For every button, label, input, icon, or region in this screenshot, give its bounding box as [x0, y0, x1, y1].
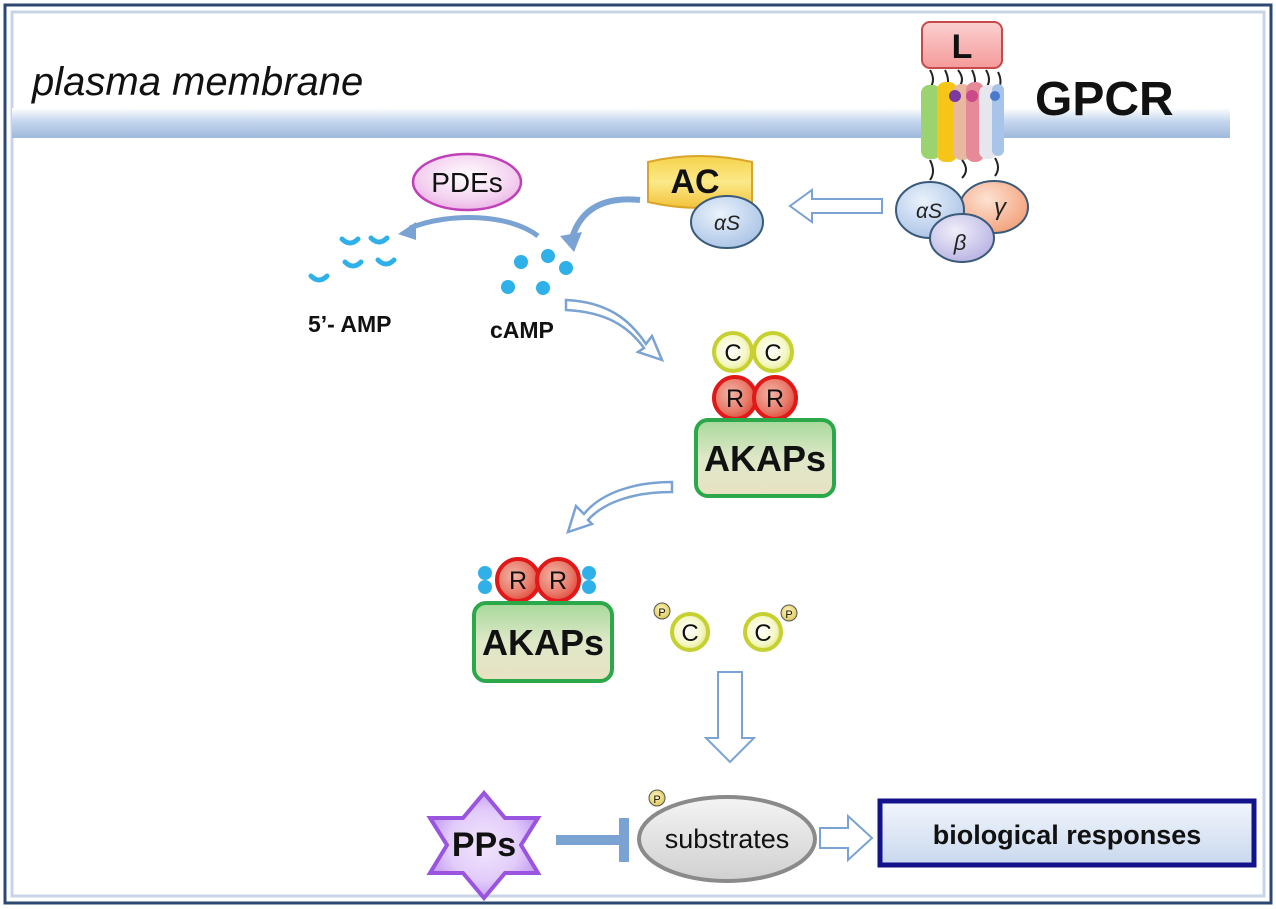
free-catalytic-subunits: C P C P [653, 602, 798, 652]
akaps-box-upper [694, 418, 836, 498]
alpha-s-label-gpcr: αS [916, 200, 942, 223]
arrow-ac-to-camp-head [560, 232, 582, 252]
r-label-3: R [509, 567, 527, 595]
phosphate-label-1: P [658, 607, 665, 619]
helix-2 [937, 82, 957, 162]
ligand-label: L [952, 28, 973, 66]
pdes-label: PDEs [431, 167, 503, 198]
g-protein-heterotrimer: γ αS β [895, 180, 1029, 263]
arrow-substrates-to-responses [819, 813, 874, 863]
arrow-c-to-substrates [703, 671, 757, 764]
receptor-loops [929, 69, 1002, 91]
biological-responses-box [877, 798, 1257, 868]
arrow-dissociation [566, 480, 674, 534]
ac-shape [647, 155, 753, 209]
arrow-ac-to-camp [569, 196, 641, 239]
beta-subunit [929, 213, 995, 263]
pps-star [426, 789, 542, 902]
inner-frame [10, 10, 1266, 898]
r-label-4: R [549, 567, 567, 595]
amp-molecules [308, 235, 397, 283]
c-subunit-2 [752, 331, 794, 373]
pps-label: PPs [452, 826, 516, 864]
helix-tip-purple [949, 90, 961, 102]
activation-arrow-gprotein-to-ac [788, 188, 883, 224]
c-label-1: C [724, 340, 741, 367]
helix-6 [992, 84, 1004, 156]
r-label-2: R [766, 385, 784, 413]
substrates-label: substrates [665, 824, 790, 854]
helix-tip-pink [966, 90, 978, 102]
gpcr-receptor: L [921, 21, 1004, 181]
beta-label: β [953, 230, 967, 255]
adenylyl-cyclase: AC αS [647, 155, 764, 249]
phosphate-label-2: P [785, 609, 792, 621]
c-label-free-2: C [754, 620, 771, 647]
substrates-ellipse [637, 795, 817, 883]
gpcr-label: GPCR [1035, 73, 1174, 126]
bound-camp [478, 566, 596, 594]
alpha-s-label-ac: αS [714, 212, 740, 235]
phosphate-label-3: P [653, 794, 660, 806]
arrow-camp-to-amp-head [398, 222, 416, 240]
pka-holoenzyme-upper: C C R R AKAPs [694, 331, 836, 498]
camp-molecules [501, 249, 573, 295]
amp-label: 5’- AMP [308, 311, 392, 337]
c-label-2: C [764, 340, 781, 367]
ac-label: AC [670, 163, 719, 201]
arrow-camp-to-pka [564, 298, 665, 363]
helix-tip-blue [990, 91, 1000, 101]
receptor-lower-loops [929, 157, 999, 181]
c-label-free-1: C [681, 620, 698, 647]
phosphate-3 [648, 789, 666, 807]
pka-regulatory-lower: R R AKAPs [472, 557, 614, 683]
arrow-camp-to-amp [409, 215, 540, 239]
plasma-membrane-label: plasma membrane [31, 60, 363, 104]
biological-responses-label: biological responses [933, 820, 1202, 850]
outer-frame [3, 3, 1273, 905]
c-subunit-free-2 [743, 612, 783, 652]
c-subunit-free-1 [670, 612, 710, 652]
plasma-membrane-band [12, 108, 1230, 138]
phosphate-1 [653, 602, 671, 620]
akaps-label-lower: AKAPs [482, 622, 604, 663]
ligand-box [921, 21, 1003, 69]
r-label-1: R [726, 385, 744, 413]
gamma-label: γ [994, 194, 1008, 221]
akaps-box-lower [472, 601, 614, 683]
pdes-ellipse [411, 152, 523, 212]
camp-label: cAMP [490, 317, 554, 343]
akaps-label-upper: AKAPs [704, 438, 826, 479]
phosphate-2 [780, 604, 798, 622]
helix-1 [921, 85, 941, 159]
alpha-s-subunit-ac [690, 195, 764, 249]
